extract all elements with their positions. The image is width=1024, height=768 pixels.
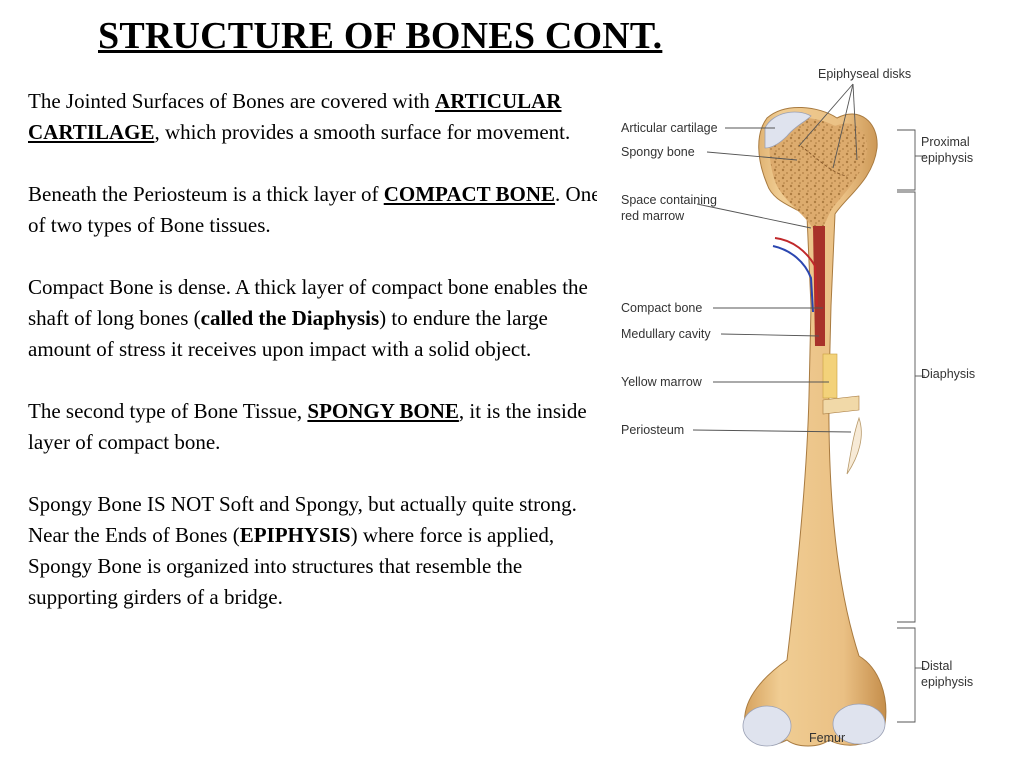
leader-lines xyxy=(692,83,925,723)
label-distal-1: Distal xyxy=(921,659,952,673)
periosteum-flap xyxy=(846,416,862,475)
femur-diagram: Epiphyseal disks Articular cartilage Spo… xyxy=(597,56,997,750)
term-compact-bone: COMPACT BONE xyxy=(383,182,556,206)
label-spongy-bone: Spongy bone xyxy=(621,145,695,159)
label-proximal-2: epiphysis xyxy=(921,151,973,165)
paragraph-articular-cartilage: The Jointed Surfaces of Bones are covere… xyxy=(28,89,571,144)
term-diaphysis: called the Diaphysis xyxy=(200,306,380,330)
label-space-red-marrow-2: red marrow xyxy=(621,209,685,223)
distal-cartilage-left xyxy=(742,705,792,747)
label-periosteum: Periosteum xyxy=(621,423,684,437)
epiphyseal-disk-line xyxy=(800,145,848,177)
paragraph-spongy-bone: The second type of Bone Tissue, SPONGY B… xyxy=(28,399,587,454)
vein xyxy=(772,245,814,313)
femur-illustration: Epiphyseal disks Articular cartilage Spo… xyxy=(621,67,975,747)
term-articular-cartilage: ARTICULAR CARTILAGE xyxy=(28,89,562,144)
term-spongy-bone: SPONGY BONE xyxy=(307,399,459,423)
cut-cross-section xyxy=(822,395,860,415)
slide-title: STRUCTURE OF BONES CONT. xyxy=(98,15,663,57)
paragraph-diaphysis: Compact Bone is dense. A thick layer of … xyxy=(28,275,588,361)
label-compact-bone: Compact bone xyxy=(621,301,702,315)
distal-cartilage-right xyxy=(832,703,886,745)
label-articular-cartilage: Articular cartilage xyxy=(621,121,718,135)
artery xyxy=(774,237,818,307)
femur-bone xyxy=(744,106,887,747)
yellow-marrow xyxy=(822,353,838,399)
label-femur: Femur xyxy=(809,731,845,745)
paragraph-epiphysis: Spongy Bone IS NOT Soft and Spongy, but … xyxy=(28,492,577,609)
term-epiphysis: EPIPHYSIS xyxy=(239,523,351,547)
label-yellow-marrow: Yellow marrow xyxy=(621,375,703,389)
label-medullary-cavity: Medullary cavity xyxy=(621,327,711,341)
red-marrow-cavity xyxy=(813,226,825,346)
label-space-red-marrow-1: Space containing xyxy=(621,193,717,207)
label-epiphyseal-disks: Epiphyseal disks xyxy=(818,67,911,81)
label-diaphysis: Diaphysis xyxy=(921,367,975,381)
body-text: The Jointed Surfaces of Bones are covere… xyxy=(28,86,608,644)
spongy-bone-region xyxy=(769,117,868,232)
articular-cartilage-cap xyxy=(764,111,812,149)
label-distal-2: epiphysis xyxy=(921,675,973,689)
label-proximal-1: Proximal xyxy=(921,135,970,149)
paragraph-compact-bone: Beneath the Periosteum is a thick layer … xyxy=(28,182,601,237)
